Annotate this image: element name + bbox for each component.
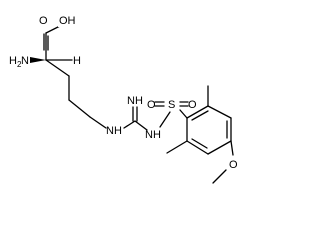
atom-label-oh: OH bbox=[59, 15, 76, 27]
bond-ring-methyl-bottom bbox=[166, 140, 188, 154]
ring-bond-4 bbox=[207, 140, 232, 155]
ring-double-1 bbox=[191, 110, 209, 121]
atom-label-h2n-subscript: 2 bbox=[17, 60, 22, 69]
bond-nh-s bbox=[159, 111, 171, 128]
atom-label-layer: OH O H 2 N H NH NH NH S O O O bbox=[9, 13, 238, 171]
bond-nh-cguan bbox=[123, 120, 136, 129]
atom-label-h2n: H 2 N bbox=[9, 55, 29, 69]
bond-calpha-cbeta bbox=[45, 59, 70, 77]
ring-double-3 bbox=[191, 138, 208, 149]
atom-label-o-sulfonyl-right: O bbox=[188, 99, 197, 111]
ring-bond-5 bbox=[186, 140, 209, 155]
bond-cdelta-nh bbox=[89, 116, 107, 129]
atom-label-nh-left: NH bbox=[106, 125, 122, 137]
atom-label-o-carbonyl: O bbox=[39, 15, 48, 27]
bond-cguan-nh-right bbox=[134, 120, 148, 131]
chemical-structure-diagram: OH O H 2 N H NH NH NH S O O O bbox=[9, 13, 238, 184]
bond-c1-oh bbox=[45, 25, 61, 34]
bond-ring-o-methoxy bbox=[230, 140, 234, 156]
atom-label-nh-right: NH bbox=[145, 129, 161, 141]
atom-label-o-methoxy: O bbox=[229, 159, 238, 171]
atom-label-s: S bbox=[168, 99, 175, 111]
bond-cgamma-cdelta bbox=[68, 99, 91, 118]
ring-bond-2 bbox=[207, 105, 232, 119]
atom-label-h-stereo: H bbox=[73, 55, 81, 67]
atom-label-o-sulfonyl-left: O bbox=[147, 99, 156, 111]
label-bg-oh bbox=[58, 13, 76, 27]
ring-bond-1 bbox=[186, 105, 209, 119]
atom-label-h2n-h: H bbox=[9, 55, 17, 67]
bond-o-methyl bbox=[212, 169, 227, 184]
bond-layer bbox=[43, 25, 234, 184]
bond-s-ring bbox=[179, 109, 188, 119]
atom-label-nh-imine: NH bbox=[127, 95, 143, 107]
atom-label-h2n-n: N bbox=[21, 55, 29, 67]
wedge-bond-calpha-nh2 bbox=[30, 57, 46, 63]
